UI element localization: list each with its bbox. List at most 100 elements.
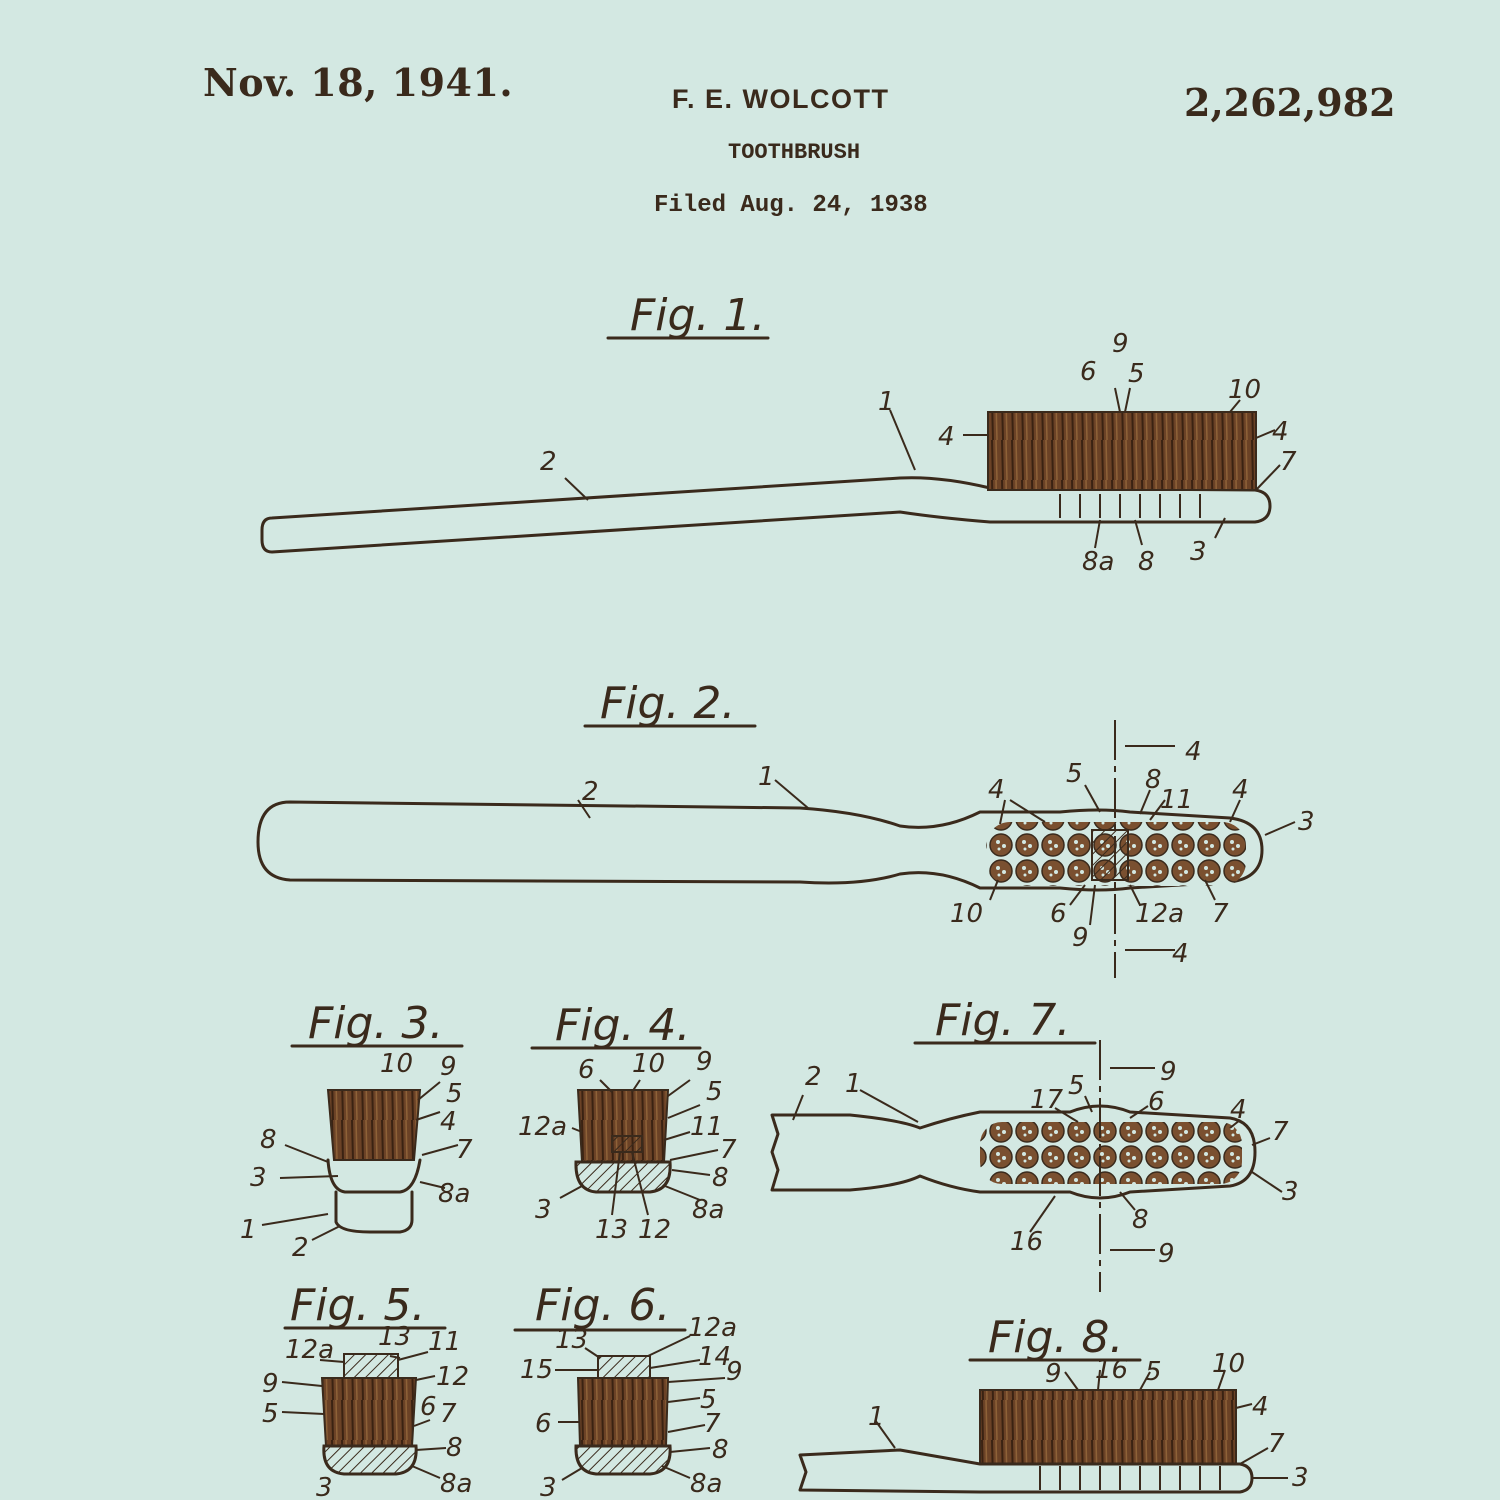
fig3-ref-7: 7	[456, 1135, 473, 1165]
figure-7: Fig. 7. 9 9 2 1 17 5 6 4 7 3 8 16	[772, 995, 1299, 1292]
fig2-ref-9: 9	[1072, 923, 1089, 953]
fig3-ref-4: 4	[440, 1107, 457, 1137]
fig5-bristles	[322, 1378, 416, 1446]
fig1-ref-6: 6	[1080, 357, 1097, 387]
fig4-ref-10: 10	[632, 1049, 665, 1079]
fig8-ref-16: 16	[1095, 1355, 1128, 1385]
fig7-ref-4: 4	[1230, 1095, 1247, 1125]
fig4-anchor	[612, 1136, 642, 1152]
fig4-ref-7: 7	[720, 1135, 737, 1165]
fig6-ref-15: 15	[520, 1355, 553, 1385]
fig4-label: Fig. 4.	[555, 1000, 690, 1051]
fig5-ref-11: 11	[428, 1327, 461, 1357]
fig7-section-9-bottom: 9	[1158, 1239, 1175, 1269]
fig2-ref-4b: 4	[1232, 775, 1249, 805]
fig8-ref-9: 9	[1045, 1359, 1062, 1389]
fig5-ref-8: 8	[446, 1433, 463, 1463]
fig7-label: Fig. 7.	[935, 995, 1070, 1046]
fig7-section-9-top: 9	[1160, 1057, 1177, 1087]
fig8-bristles	[980, 1390, 1236, 1464]
fig4-ref-5: 5	[706, 1077, 723, 1107]
fig4-head-section	[576, 1162, 670, 1192]
fig3-ref-3: 3	[250, 1163, 267, 1193]
fig8-ref-5: 5	[1145, 1357, 1162, 1387]
fig4-ref-12a: 12a	[518, 1112, 567, 1142]
fig2-ref-2: 2	[582, 777, 599, 807]
fig1-ref-4b: 4	[1272, 417, 1289, 447]
fig7-ref-7: 7	[1272, 1117, 1289, 1147]
figure-8: Fig. 8. 9 16 5 10 4 1 7 3	[800, 1312, 1309, 1493]
fig8-ref-10: 10	[1212, 1349, 1245, 1379]
fig3-ref-8a: 8a	[438, 1179, 470, 1209]
figure-4: Fig. 4. 6 10 9 5 12a 11 7 8 8a 3 13 12	[518, 1000, 737, 1245]
fig1-ref-8: 8	[1138, 547, 1155, 577]
fig2-ref-10: 10	[950, 899, 983, 929]
fig3-ref-1: 1	[240, 1215, 257, 1245]
fig2-ref-3: 3	[1298, 807, 1315, 837]
fig1-ref-7: 7	[1280, 447, 1297, 477]
fig4-ref-8a: 8a	[692, 1195, 724, 1225]
fig6-ref-3: 3	[540, 1473, 557, 1500]
fig7-ref-16: 16	[1010, 1227, 1043, 1257]
fig2-ref-11: 11	[1160, 785, 1193, 815]
fig7-ref-5: 5	[1068, 1071, 1085, 1101]
fig4-ref-9: 9	[696, 1047, 713, 1077]
fig7-ref-3: 3	[1282, 1177, 1299, 1207]
fig8-ref-3: 3	[1292, 1463, 1309, 1493]
fig1-ref-9: 9	[1112, 329, 1129, 359]
fig2-center-tuft	[1092, 830, 1128, 880]
fig2-ref-1: 1	[758, 762, 775, 792]
fig5-ref-3: 3	[316, 1473, 333, 1500]
fig4-ref-12: 12	[638, 1215, 671, 1245]
fig1-ref-4a: 4	[938, 422, 955, 452]
fig3-neck	[336, 1192, 412, 1232]
fig6-ref-6: 6	[535, 1409, 552, 1439]
fig5-ref-13: 13	[378, 1322, 411, 1352]
fig4-ref-8: 8	[712, 1163, 729, 1193]
fig5-ref-8a: 8a	[440, 1469, 472, 1499]
fig1-ref-8a: 8a	[1082, 547, 1114, 577]
fig1-base-shading	[1060, 494, 1200, 518]
fig1-ref-5: 5	[1128, 359, 1145, 389]
fig2-ref-6: 6	[1050, 899, 1067, 929]
fig5-ref-7: 7	[440, 1399, 457, 1429]
fig2-ref-5: 5	[1066, 759, 1083, 789]
fig1-bristles	[988, 412, 1256, 490]
fig4-ref-11: 11	[690, 1112, 723, 1142]
fig2-section-4-bottom: 4	[1172, 939, 1189, 969]
fig1-ref-3: 3	[1190, 537, 1207, 567]
fig7-ref-1: 1	[845, 1069, 862, 1099]
fig5-ref-6: 6	[420, 1392, 437, 1422]
fig5-ref-5: 5	[262, 1399, 279, 1429]
fig1-label: Fig. 1.	[630, 290, 765, 341]
fig8-ref-1: 1	[868, 1402, 885, 1432]
fig1-ref-10: 10	[1228, 375, 1261, 405]
fig3-ref-9: 9	[440, 1052, 457, 1082]
fig3-head	[328, 1160, 420, 1192]
fig6-cap	[598, 1356, 650, 1378]
fig3-ref-2: 2	[292, 1233, 309, 1263]
fig5-ref-12a: 12a	[285, 1335, 334, 1365]
fig4-ref-3: 3	[535, 1195, 552, 1225]
fig2-section-4-top: 4	[1185, 737, 1202, 767]
fig7-ref-2: 2	[805, 1062, 822, 1092]
fig3-ref-5: 5	[446, 1079, 463, 1109]
fig6-ref-9: 9	[726, 1357, 743, 1387]
figure-5: Fig. 5. 12a 13 11 9 12 5 6 7 8 3 8a	[262, 1280, 472, 1500]
fig2-ref-7: 7	[1212, 899, 1229, 929]
fig6-label: Fig. 6.	[535, 1280, 670, 1331]
fig6-bristles	[578, 1378, 668, 1446]
figure-3: Fig. 3. 10 9 5 4 7 8 3 8a 1 2	[240, 998, 473, 1263]
fig3-ref-8: 8	[260, 1125, 277, 1155]
fig5-ref-12: 12	[436, 1362, 469, 1392]
fig8-ref-7: 7	[1268, 1429, 1285, 1459]
fig3-bristles	[328, 1090, 420, 1160]
fig5-cap	[344, 1354, 398, 1378]
fig4-ref-6: 6	[578, 1055, 595, 1085]
fig2-ref-4a: 4	[988, 775, 1005, 805]
fig7-ref-17: 17	[1030, 1085, 1064, 1115]
fig4-ref-13: 13	[595, 1215, 628, 1245]
fig7-ref-8: 8	[1132, 1205, 1149, 1235]
fig2-label: Fig. 2.	[600, 678, 735, 729]
